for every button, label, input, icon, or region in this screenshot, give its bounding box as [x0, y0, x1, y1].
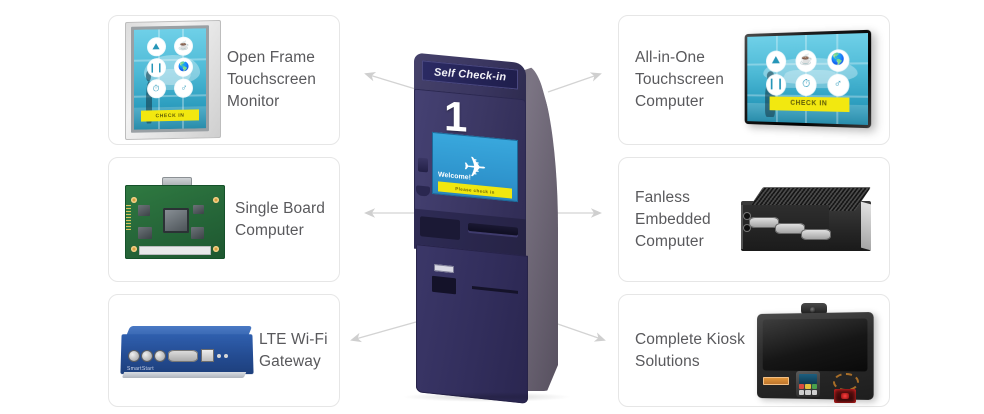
serial-port [775, 222, 805, 234]
screen-icon-grid: ⛰ ☕ ❙❙ 🌎 ⏱ ♂ [144, 37, 196, 98]
globe-icon: 🌎 [828, 49, 849, 71]
meal-icon: ☕ [796, 50, 816, 71]
lte-wifi-gateway-art: SmartStart [120, 320, 254, 382]
kiosk-display-panel [762, 317, 868, 372]
serial-port [168, 349, 198, 362]
barcode-scanner [834, 388, 856, 403]
pause-icon: ❙❙ [766, 74, 786, 95]
gateway-front-panel [125, 340, 247, 372]
kiosk-knob [418, 157, 428, 173]
card-label-all-in-one-touchscreen-computer: All-in-One Touchscreen Computer [635, 49, 724, 110]
pcb-board [125, 184, 225, 259]
meal-icon: ☕ [175, 37, 193, 55]
card-open-frame-touchscreen-monitor[interactable]: ⛰ ☕ ❙❙ 🌎 ⏱ ♂ CHECK IN Open Frame Touchsc… [108, 15, 340, 145]
screen-icon-grid: ⛰ ☕ 🌎 ❙❙ ⏱ ♂ [763, 49, 852, 96]
card-single-board-computer[interactable]: Single Board Computer [108, 157, 340, 282]
mount-hole [213, 245, 219, 252]
nfc-reader-icon [833, 372, 859, 391]
audio-jack [744, 224, 750, 231]
open-frame-monitor-art: ⛰ ☕ ❙❙ 🌎 ⏱ ♂ CHECK IN [125, 19, 221, 141]
clock-icon: ⏱ [147, 80, 165, 98]
fanless-embedded-computer-art [729, 179, 877, 261]
monitor-screen: ⛰ ☕ ❙❙ 🌎 ⏱ ♂ CHECK IN [134, 28, 206, 130]
kiosk-station-number: 1 [444, 92, 468, 141]
antenna-connector [142, 350, 152, 361]
cpu-chip [163, 208, 189, 233]
memory-slot [139, 245, 211, 255]
aio-screen: ⛰ ☕ 🌎 ❙❙ ⏱ ♂ CHECK IN [747, 32, 869, 126]
card-label-fanless-embedded-computer: Fanless Embedded Computer [635, 188, 711, 250]
card-reader-slot [763, 376, 789, 385]
chip-3 [193, 205, 204, 215]
card-label-open-frame-touchscreen-monitor: Open Frame Touchscreen Monitor [227, 49, 316, 110]
antenna-connector [129, 350, 139, 361]
complete-kiosk-solution-art [749, 301, 877, 403]
all-in-one-touchscreen-art: ⛰ ☕ 🌎 ❙❙ ⏱ ♂ CHECK IN [735, 28, 877, 132]
pin-pad-screen [799, 373, 817, 384]
audio-jack [744, 212, 750, 219]
mountain-icon: ⛰ [147, 38, 165, 56]
card-all-in-one-touchscreen-computer[interactable]: All-in-One Touchscreen Computer ⛰ ☕ 🌎 ❙❙… [618, 15, 890, 145]
status-led [224, 353, 228, 358]
chip-1 [138, 205, 150, 216]
kiosk-card-slot [468, 222, 518, 236]
mountain-icon: ⛰ [766, 51, 786, 72]
kiosk-title: Self Check-in [433, 66, 507, 84]
chip-4 [191, 227, 204, 239]
edge-connector [126, 205, 131, 231]
serial-port [749, 216, 779, 228]
kiosk-tray [420, 216, 460, 241]
card-label-single-board-computer: Single Board Computer [235, 199, 325, 239]
camera-icon [801, 302, 827, 315]
pin-pad-keys [799, 383, 817, 395]
kiosk-receipt-slot [472, 286, 518, 294]
gateway-mount-bracket [121, 371, 247, 378]
kiosk-scanner-window [432, 275, 456, 295]
pause-icon: ❙❙ [147, 59, 165, 77]
person-walk-icon: ♂ [828, 74, 849, 96]
gateway-brand-label: SmartStart [127, 365, 154, 372]
globe-icon: 🌎 [175, 58, 193, 76]
self-checkin-kiosk-illustration: Self Check-in 1 ✈ Welcome! Please check … [392, 18, 582, 404]
kiosk-floor-shadow [402, 392, 572, 402]
card-label-lte-wifi-gateway: LTE Wi-Fi Gateway [259, 330, 328, 370]
card-fanless-embedded-computer[interactable]: Fanless Embedded Computer [618, 157, 890, 282]
ethernet-port [201, 349, 214, 362]
kiosk-lower-body [416, 244, 528, 404]
clock-icon: ⏱ [796, 74, 816, 95]
single-board-computer-art [121, 176, 229, 263]
check-in-button: CHECK IN [769, 96, 850, 112]
pin-pad [796, 370, 820, 397]
mount-hole [213, 196, 219, 203]
serial-port [801, 228, 831, 240]
card-label-complete-kiosk-solutions: Complete Kiosk Solutions [635, 330, 745, 370]
antenna-connector [155, 350, 165, 361]
chassis-edge [861, 201, 871, 250]
chip-2 [138, 227, 152, 240]
kiosk-display: ✈ Welcome! Please check in [432, 131, 518, 203]
mount-hole [131, 196, 137, 203]
mount-hole [131, 245, 137, 252]
kiosk-bill-acceptor [434, 264, 454, 274]
check-in-button: CHECK IN [141, 109, 199, 122]
card-complete-kiosk-solutions[interactable]: Complete Kiosk Solutions [618, 294, 890, 407]
status-led [217, 353, 221, 358]
card-lte-wifi-gateway[interactable]: SmartStart LTE Wi-Fi Gateway [108, 294, 340, 407]
